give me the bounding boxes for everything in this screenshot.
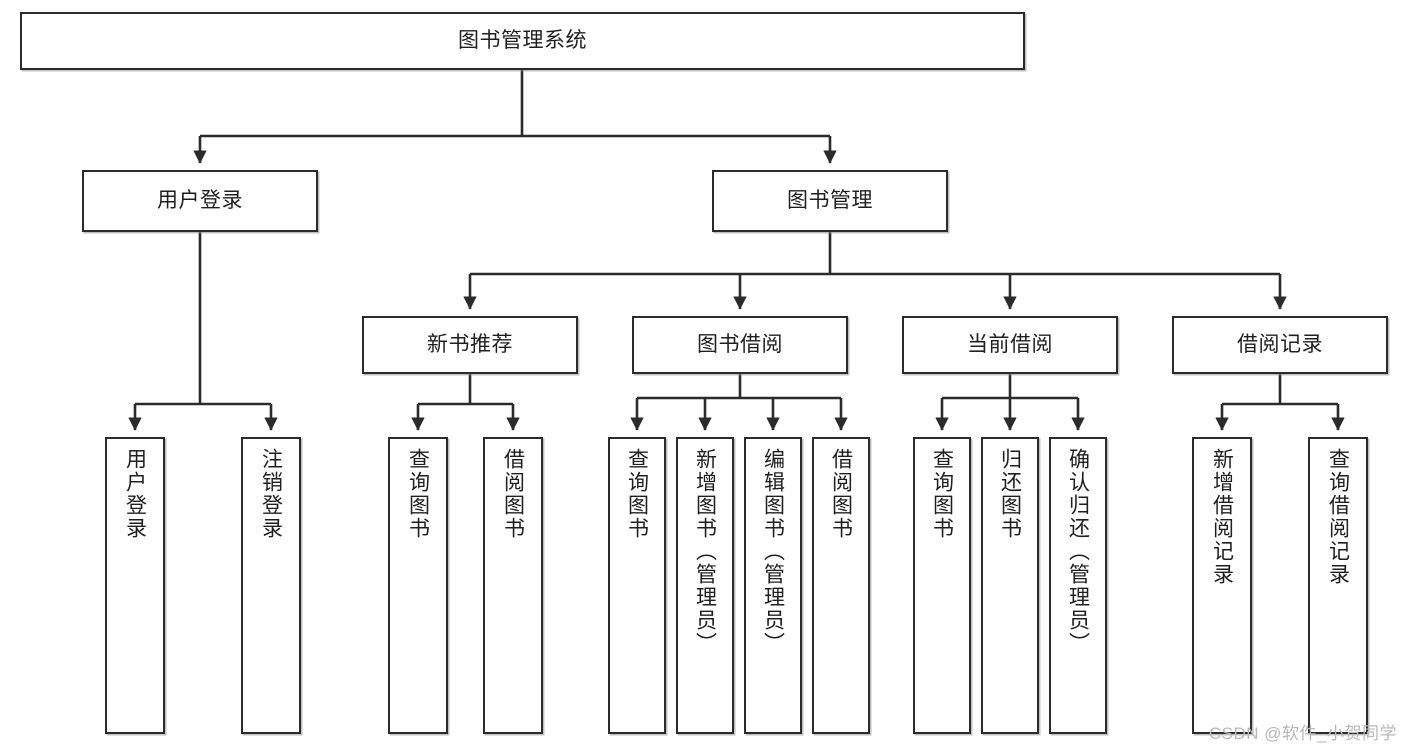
node-leaf-borrow-book-b-label: 借阅图书	[829, 448, 853, 540]
node-leaf-logout-label: 注销登录	[259, 448, 283, 540]
node-current-borrow[interactable]: 当前借阅	[902, 316, 1118, 374]
node-leaf-add-book-label: 新增图书（管理员）	[693, 448, 717, 655]
node-leaf-query-book-c-label: 查询图书	[930, 448, 954, 540]
node-leaf-add-record[interactable]: 新增借阅记录	[1192, 437, 1252, 734]
node-book-borrow-label: 图书借阅	[697, 332, 783, 356]
node-leaf-borrow-book-a-label: 借阅图书	[501, 448, 525, 540]
node-user-login[interactable]: 用户登录	[82, 170, 318, 232]
node-leaf-confirm-return-label: 确认归还（管理员）	[1066, 448, 1090, 655]
node-root-label: 图书管理系统	[458, 28, 587, 52]
node-leaf-user-login-label: 用户登录	[123, 448, 147, 540]
node-new-book-recommendation[interactable]: 新书推荐	[362, 316, 578, 374]
node-leaf-query-book-b-label: 查询图书	[625, 448, 649, 540]
node-leaf-query-book-c[interactable]: 查询图书	[913, 437, 971, 734]
node-root[interactable]: 图书管理系统	[20, 12, 1025, 70]
node-leaf-query-record-label: 查询借阅记录	[1326, 448, 1350, 586]
node-leaf-confirm-return[interactable]: 确认归还（管理员）	[1049, 437, 1107, 734]
node-book-manage-label: 图书管理	[787, 188, 873, 212]
node-leaf-query-book-a-label: 查询图书	[406, 448, 430, 540]
node-leaf-edit-book[interactable]: 编辑图书（管理员）	[744, 437, 802, 734]
node-book-borrow[interactable]: 图书借阅	[632, 316, 848, 374]
node-leaf-add-record-label: 新增借阅记录	[1210, 448, 1234, 586]
node-leaf-user-login[interactable]: 用户登录	[105, 437, 165, 734]
node-book-manage[interactable]: 图书管理	[712, 170, 948, 232]
node-leaf-query-record[interactable]: 查询借阅记录	[1308, 437, 1368, 734]
node-user-login-label: 用户登录	[157, 188, 243, 212]
node-leaf-edit-book-label: 编辑图书（管理员）	[761, 448, 785, 655]
node-leaf-return-book[interactable]: 归还图书	[981, 437, 1039, 734]
node-leaf-return-book-label: 归还图书	[998, 448, 1022, 540]
node-leaf-query-book-a[interactable]: 查询图书	[388, 437, 448, 734]
node-current-borrow-label: 当前借阅	[967, 332, 1053, 356]
node-new-book-recommendation-label: 新书推荐	[427, 332, 513, 356]
node-borrow-record[interactable]: 借阅记录	[1172, 316, 1388, 374]
node-leaf-query-book-b[interactable]: 查询图书	[608, 437, 666, 734]
node-leaf-add-book[interactable]: 新增图书（管理员）	[676, 437, 734, 734]
node-leaf-borrow-book-b[interactable]: 借阅图书	[812, 437, 870, 734]
node-leaf-logout[interactable]: 注销登录	[241, 437, 301, 734]
node-borrow-record-label: 借阅记录	[1237, 332, 1323, 356]
csdn-watermark: CSDN @软件_小贺同学	[1208, 724, 1397, 743]
node-leaf-borrow-book-a[interactable]: 借阅图书	[483, 437, 543, 734]
